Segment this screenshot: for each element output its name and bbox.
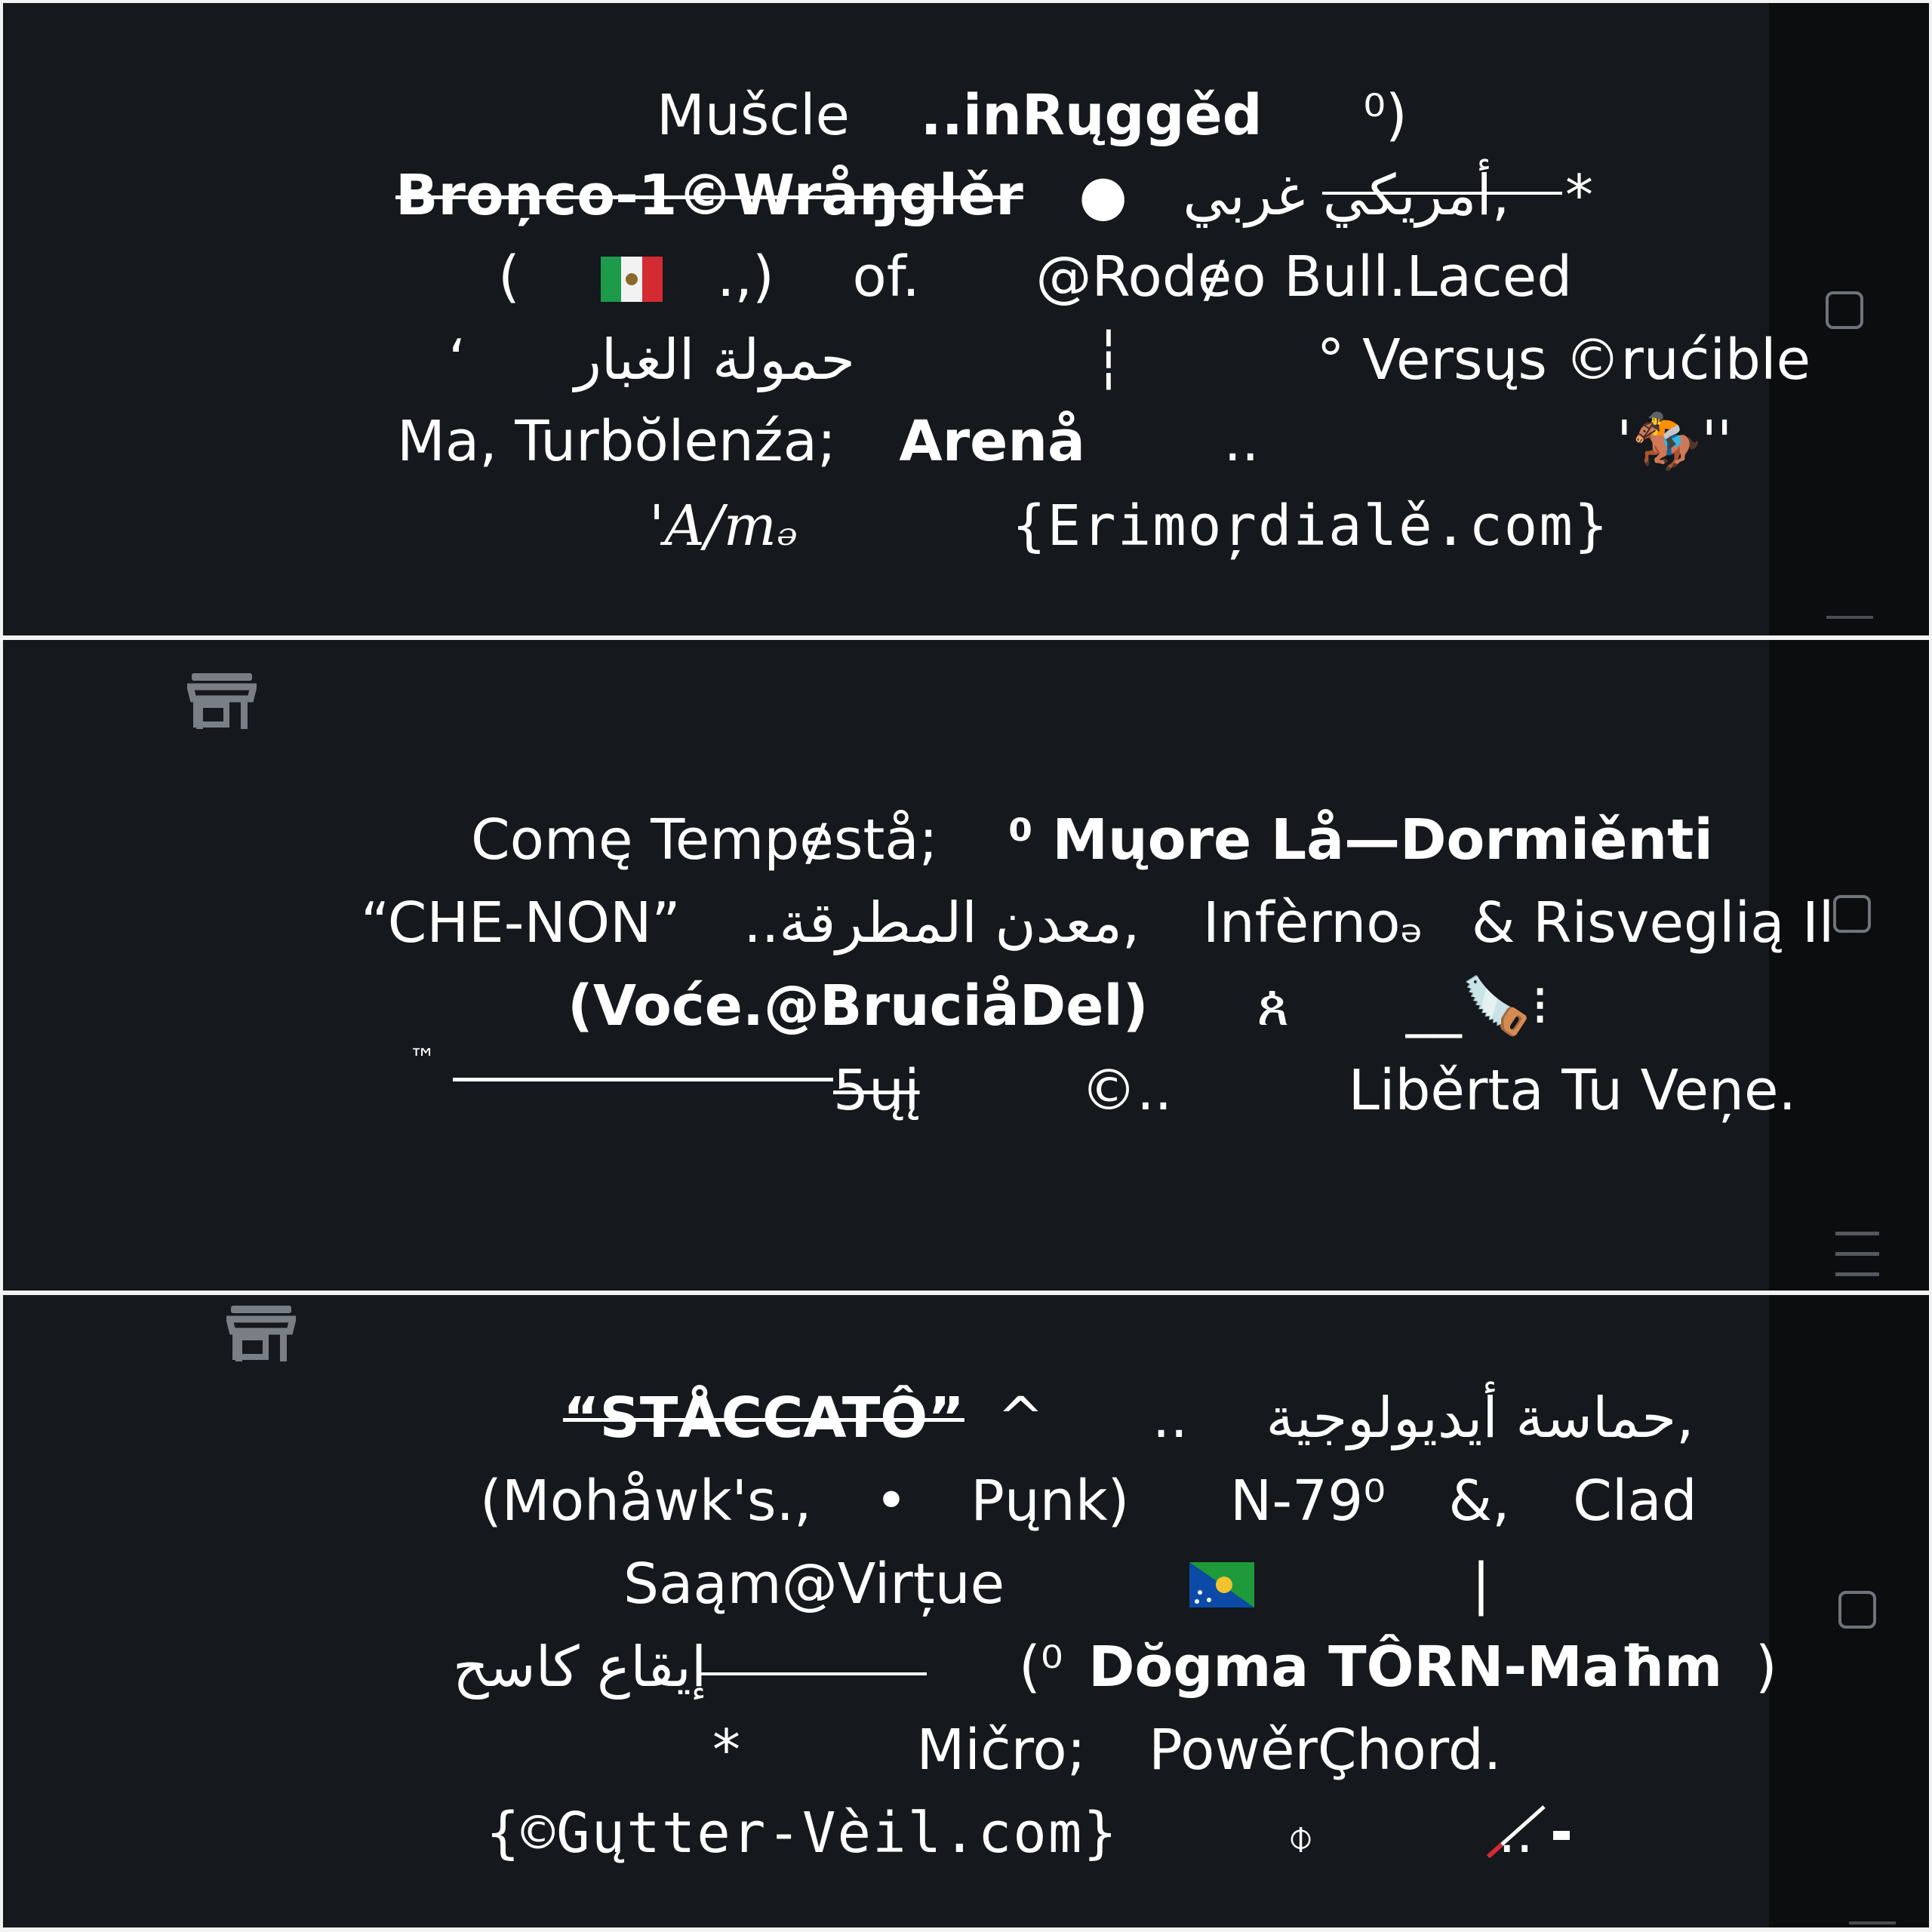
- scroll-indicator: [1849, 1921, 1896, 1924]
- text-line: 5ųį ©.. Liběrta Tu Veņe.: [833, 1058, 1796, 1123]
- text-line: .,) of. @Rodɇo Bull.Laced: [717, 245, 1573, 309]
- text-line: |: [1472, 1552, 1491, 1617]
- text-line: Broņco-1©Wråŋglěr ● أمريكي غربي,: [395, 163, 1510, 228]
- text-line: 'A/mₔ {Erimoŗdialě.com}: [649, 494, 1610, 558]
- text-line: (: [498, 245, 520, 309]
- menu-icon[interactable]: [1835, 1232, 1879, 1277]
- store-icon: [226, 1306, 296, 1361]
- text-line: *: [1565, 163, 1593, 228]
- wand-icon: [1487, 1805, 1570, 1859]
- text-line: {©Gųtter-Vèil.com} ⌽ ..: [486, 1801, 1534, 1866]
- checkbox-icon[interactable]: [1833, 895, 1871, 933]
- side-strip: [1769, 1295, 1929, 1927]
- store-icon: [187, 673, 257, 729]
- checkbox-icon[interactable]: [1838, 1591, 1876, 1629]
- text-line: (Mohåwk's., • Pųnk) N-79⁰ &, Clad: [480, 1469, 1697, 1534]
- text-line: إيقاع كاسح: [453, 1635, 707, 1700]
- text-line: “CHE-NON” ..معدن المطرقة, Infèrnoₔ & Ris…: [361, 891, 1835, 955]
- post-panel-1: Mušcle ..inRųggěd ⁰) Broņco-1©Wråŋglěr ●…: [3, 3, 1929, 635]
- side-strip: [1769, 640, 1929, 1291]
- text-line: “STÅCCATÔ” ^ .. حماسة أيديولوجية,: [563, 1386, 1694, 1451]
- divider-line: [699, 1672, 927, 1675]
- post-panel-3: “STÅCCATÔ” ^ .. حماسة أيديولوجية, (Mohåw…: [3, 1295, 1929, 1927]
- post-panel-2: Comę Tempɇstå; ⁰ Mųore Lå—Dormiěnti “CHE…: [3, 640, 1929, 1291]
- text-line: Comę Tempɇstå; ⁰ Mųore Lå—Dormiěnti: [471, 808, 1713, 872]
- text-line: Saąm@Virțue: [623, 1552, 1005, 1617]
- trademark-text: ™: [409, 1044, 436, 1075]
- scroll-indicator: [1826, 616, 1873, 619]
- divider-line: [1322, 192, 1562, 195]
- text-line: (Voće.@BruciåDel) ጰ __🪚⁝: [568, 974, 1549, 1038]
- divider-line: [453, 1078, 833, 1081]
- christmas-island-flag-icon: [1189, 1562, 1254, 1607]
- checkbox-icon[interactable]: [1826, 291, 1863, 329]
- side-strip: [1769, 3, 1929, 635]
- text-line: (⁰ Dŏgma TÔRN-Maħm ): [1019, 1635, 1777, 1700]
- mexico-flag-icon: [601, 257, 663, 302]
- text-line: Ma, Turbŏlenźa; Arenå .. '🏇'': [397, 409, 1733, 474]
- text-line: ʻ حمولة الغبار ┆ ° Versųs ©rućible: [448, 328, 1811, 392]
- text-line: Mušcle ..inRųggěd ⁰): [657, 83, 1407, 148]
- text-line: * Mičro; PowěrÇhord.: [712, 1718, 1502, 1783]
